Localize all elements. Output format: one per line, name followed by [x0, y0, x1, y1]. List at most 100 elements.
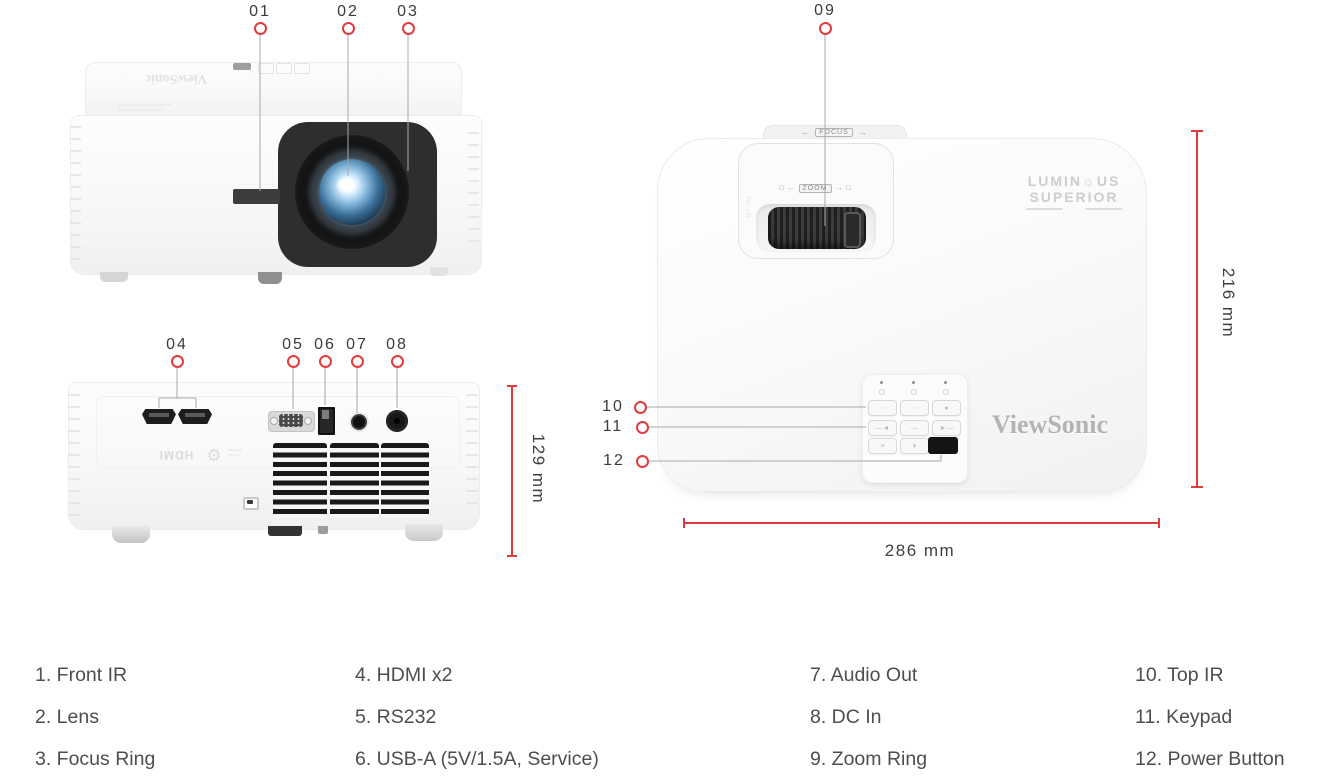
front-top-control-slot: [233, 63, 251, 70]
lens-highlight: [336, 176, 354, 194]
rear-right-vents: [466, 394, 478, 512]
callout-marker-02: [342, 22, 355, 35]
keypad-button-r2c2: —: [900, 420, 929, 436]
zoom-left-arrow-icon: ←: [787, 185, 795, 192]
legend-item-6: 6. USB-A (5V/1.5A, Service): [355, 748, 599, 770]
keypad-status-icon-1: [879, 389, 885, 395]
exhaust-grille-col2: [330, 443, 379, 518]
callout-marker-08: [391, 355, 404, 368]
zoom-label: ZOOM: [798, 184, 832, 193]
rs232-screw-right: [304, 417, 312, 425]
rear-left-vents: [68, 394, 80, 516]
callout-marker-04: [171, 355, 184, 368]
legend-item-9: 9. Zoom Ring: [810, 748, 928, 770]
callout-marker-07: [351, 355, 364, 368]
callout-label-04: 04: [166, 336, 188, 353]
legend-item-2: 2. Lens: [35, 706, 99, 728]
dc-in-hole: [394, 418, 400, 424]
callout-marker-01: [254, 22, 267, 35]
legend-item-5: 5. RS232: [355, 706, 437, 728]
keypad-button-r3c2: ▾: [900, 438, 929, 454]
callout-label-10: 10: [602, 398, 624, 415]
zoom-wheel-tab: [844, 212, 861, 248]
luminous-line1: LUMIN☼US: [1027, 173, 1121, 189]
rs232-dsub: [279, 414, 303, 427]
luminous-superior-mark: LUMIN☼US SUPERIOR: [1008, 173, 1140, 210]
keypad-status-icon-2: [911, 389, 917, 395]
keypad-led-3: [944, 381, 947, 384]
keypad-status-icon-3: [943, 389, 949, 395]
hdmi-port-1-slot: [149, 413, 169, 417]
rear-center-tab: [268, 526, 302, 536]
exhaust-grille-col1: [273, 443, 327, 518]
front-top-keypad-mark2: [276, 63, 292, 74]
callout-label-01: 01: [249, 3, 271, 20]
focus-right-arrow-icon: →: [858, 128, 867, 137]
front-cert-mark-line2: [117, 109, 165, 111]
callout-label-08: 08: [386, 336, 408, 353]
rear-cert-mark-line2: [228, 454, 239, 456]
hdmi-port-2-slot: [185, 413, 205, 417]
front-foot-left: [100, 272, 128, 282]
rear-foot-left: [112, 526, 150, 543]
legend-item-8: 8. DC In: [810, 706, 882, 728]
front-ir-window: [233, 189, 280, 204]
callout-marker-06: [319, 355, 332, 368]
front-top-keypad-mark3: [294, 63, 310, 74]
luminous-underline: [1026, 208, 1122, 210]
dimension-top-width: 286 mm: [884, 541, 956, 560]
callout-marker-05: [287, 355, 300, 368]
zoom-wide-icon: □: [779, 185, 784, 192]
callout-label-12: 12: [603, 452, 625, 469]
callout-label-03: 03: [397, 3, 419, 20]
callout-marker-12: [636, 455, 649, 468]
luminous-line2: SUPERIOR: [1029, 189, 1119, 205]
top-side-markings: □←→□: [701, 197, 751, 216]
dimension-rear-height: 129 mm: [529, 433, 548, 505]
rear-cert-mark-line1: [228, 449, 242, 451]
usb-a-tongue: [322, 410, 329, 419]
callout-label-07: 07: [346, 336, 368, 353]
legend-item-3: 3. Focus Ring: [35, 748, 156, 770]
callout-marker-11: [636, 421, 649, 434]
callout-label-02: 02: [337, 3, 359, 20]
keypad-button-r1c1: ◦: [868, 400, 897, 416]
rear-hdmi-logo: HDMI: [158, 448, 194, 462]
keypad-button-r3c1: ≡: [868, 438, 897, 454]
keypad-button-r1c2: ◦: [900, 400, 929, 416]
front-cert-mark-line1: [117, 104, 172, 106]
focus-control: ← FOCUS →: [763, 128, 905, 137]
keypad-led-1: [880, 381, 883, 384]
zoom-right-arrow-icon: →: [835, 185, 843, 192]
kensington-hole: [247, 500, 253, 504]
zoom-tele-icon: □: [846, 185, 851, 192]
rs232-screw-left: [270, 417, 278, 425]
front-left-vents: [70, 126, 81, 266]
callout-label-11: 11: [602, 418, 624, 435]
viewsonic-logo: ViewSonic: [991, 410, 1109, 439]
side-mark-icon: □←→□: [745, 197, 751, 217]
lens-glass: [319, 159, 385, 225]
keypad-led-2: [912, 381, 915, 384]
keypad-button-r2c1: —◄: [868, 420, 897, 436]
rear-small-nub: [318, 526, 328, 534]
keypad-button-r2c3: ►—: [932, 420, 961, 436]
legend-item-10: 10. Top IR: [1135, 664, 1224, 686]
front-right-vents: [468, 132, 479, 250]
callout-marker-03: [402, 22, 415, 35]
gear-icon: ⚙: [206, 445, 222, 464]
audio-out-jack: [351, 414, 367, 430]
power-button: [928, 437, 958, 454]
callout-marker-10: [634, 401, 647, 414]
front-foot-right: [430, 267, 448, 276]
callout-label-09: 09: [814, 2, 836, 19]
zoom-control: □ ← ZOOM → □: [745, 184, 885, 193]
legend-item-7: 7. Audio Out: [810, 664, 918, 686]
callout-label-06: 06: [314, 336, 336, 353]
keypad-button-r1c3: ●: [932, 400, 961, 416]
legend-item-4: 4. HDMI x2: [355, 664, 453, 686]
focus-left-arrow-icon: ←: [801, 128, 810, 137]
dimension-top-height: 216 mm: [1219, 267, 1238, 339]
front-top-logo: ViewSonic: [144, 71, 208, 86]
